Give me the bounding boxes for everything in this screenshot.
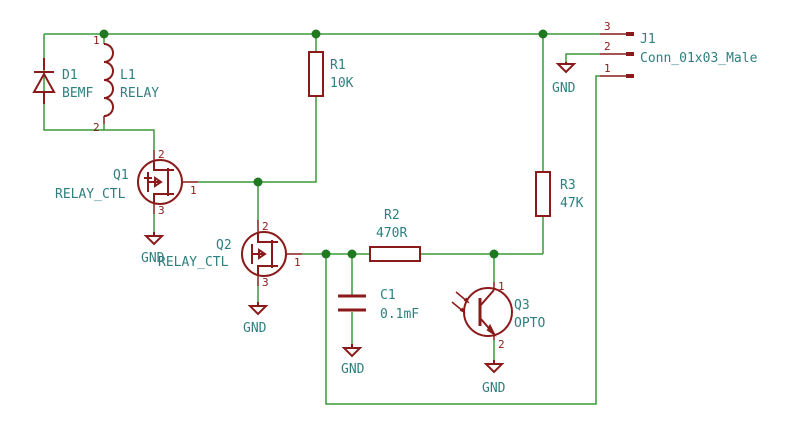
j1-value: Conn_01x03_Male — [640, 51, 758, 66]
r3-ref: R3 — [560, 178, 576, 193]
q1-pin-d: 2 — [158, 148, 165, 161]
ground-symbol — [555, 62, 577, 74]
q3-pin-c: 1 — [498, 280, 505, 293]
wire-bottom-loop — [325, 75, 600, 405]
phototransistor-q3 — [451, 282, 513, 340]
junction-dot — [99, 29, 109, 39]
resistor-r1 — [308, 51, 324, 97]
junction-dot — [347, 249, 357, 259]
junction-dot — [311, 29, 321, 39]
resistor-r3 — [535, 171, 551, 217]
c1-value: 0.1mF — [380, 307, 419, 322]
q3-pin-e: 2 — [498, 338, 505, 351]
q1-pin-s: 3 — [158, 204, 165, 217]
junction-dot — [253, 177, 263, 187]
r3-value: 47K — [560, 196, 584, 211]
resistor-r2 — [369, 246, 421, 262]
c1-ref: C1 — [380, 288, 396, 303]
ground-symbol — [341, 344, 363, 358]
q1-gnd-label: GND — [141, 251, 165, 266]
q2-value: RELAY_CTL — [158, 255, 229, 270]
capacitor-c1 — [338, 294, 366, 312]
q1-ref: Q1 — [113, 168, 129, 183]
d1-value: BEMF — [62, 86, 93, 101]
j1-pin2: 2 — [604, 40, 611, 53]
q2-pin-d: 2 — [262, 220, 269, 233]
wires — [43, 33, 600, 405]
wire-coil-bottom — [103, 124, 155, 150]
r2-ref: R2 — [384, 208, 400, 223]
wire-j1-gnd — [565, 53, 600, 62]
l1-pin2: 2 — [93, 121, 100, 134]
q2-pin-g: 1 — [294, 256, 301, 269]
d1-ref: D1 — [62, 68, 78, 83]
ground-symbol — [143, 232, 165, 246]
l1-value: RELAY — [120, 86, 159, 101]
mosfet-q1 — [137, 150, 198, 214]
r1-value: 10K — [330, 76, 354, 91]
junction-dot — [538, 29, 548, 39]
q3-value: OPTO — [514, 316, 545, 331]
diode-d1 — [32, 58, 56, 104]
wire-r1-bottom — [198, 96, 317, 183]
q2-pin-s: 3 — [262, 276, 269, 289]
j1-gnd-label: GND — [552, 81, 576, 96]
connector-j1 — [600, 32, 634, 78]
j1-pin1: 1 — [604, 62, 611, 75]
mosfet-q2 — [241, 220, 302, 286]
r2-value: 470R — [376, 226, 407, 241]
q2-gnd-label: GND — [243, 321, 267, 336]
q1-value: RELAY_CTL — [55, 187, 126, 202]
coil-l1 — [103, 43, 114, 124]
q1-pin-g: 1 — [190, 184, 197, 197]
junction-dot — [489, 249, 499, 259]
junction-dot — [321, 249, 331, 259]
ground-symbol — [247, 302, 269, 316]
j1-pin3: 3 — [604, 20, 611, 33]
q3-ref: Q3 — [514, 298, 530, 313]
junctions — [99, 29, 548, 259]
j1-ref: J1 — [640, 32, 656, 47]
l1-ref: L1 — [120, 68, 136, 83]
l1-pin1: 1 — [93, 34, 100, 47]
r1-ref: R1 — [330, 58, 346, 73]
ground-symbol — [483, 360, 505, 374]
q3-gnd-label: GND — [482, 381, 506, 396]
q2-ref: Q2 — [216, 238, 232, 253]
c1-gnd-label: GND — [341, 362, 365, 377]
